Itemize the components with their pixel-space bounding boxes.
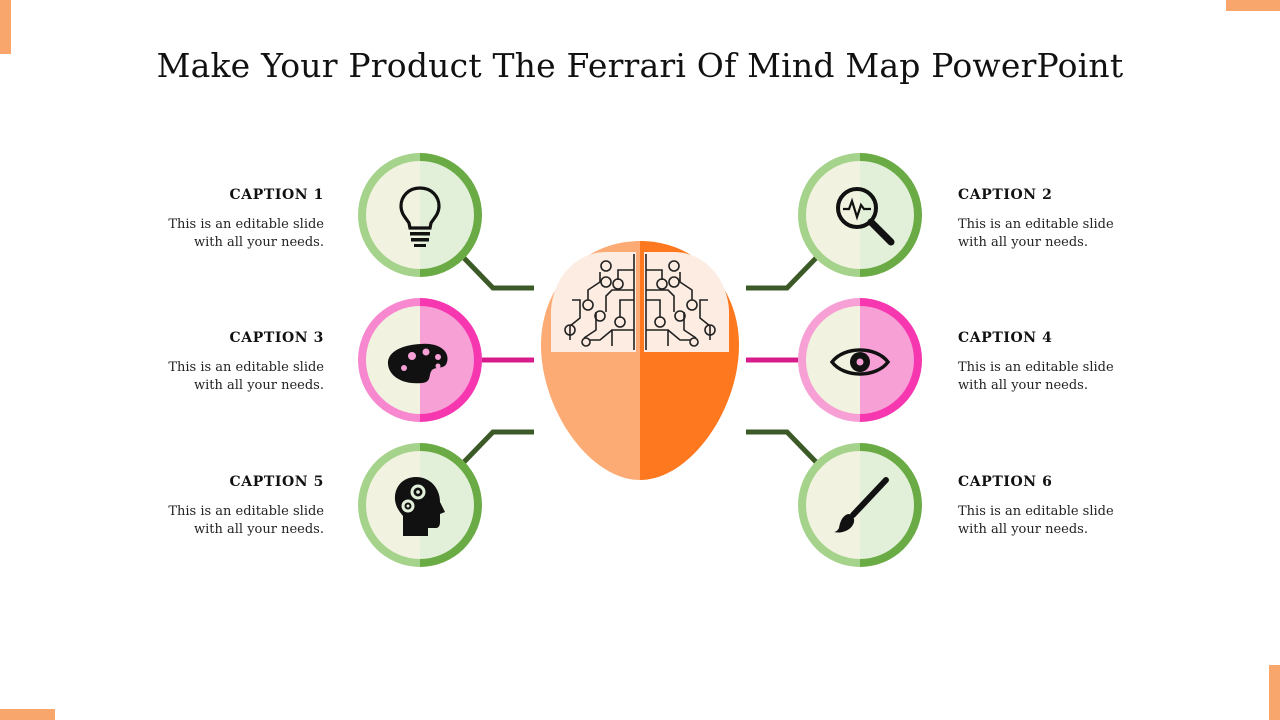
magnifier-pulse-icon — [836, 187, 895, 246]
accent-bar-bottom-left — [0, 709, 55, 720]
circle-node-3 — [358, 298, 482, 422]
slide-title: Make Your Product The Ferrari Of Mind Ma… — [156, 46, 1124, 85]
brain-left-lobe — [551, 252, 636, 352]
palette-icon — [387, 343, 448, 384]
caption-5-line-1: This is an editable slide — [168, 504, 324, 519]
caption-4-body: This is an editable slide with all your … — [958, 359, 1158, 395]
caption-1-title: CAPTION 1 — [229, 187, 324, 203]
caption-2-line-2: with all your needs. — [958, 235, 1088, 250]
caption-3-title: CAPTION 3 — [229, 330, 324, 346]
connectors — [462, 256, 818, 464]
circle-node-6 — [798, 443, 922, 567]
connector-5 — [462, 429, 534, 464]
accent-bar-top-right — [1226, 0, 1280, 11]
head-gears-icon — [394, 477, 445, 536]
caption-5: CAPTION 5 This is an editable slide with… — [124, 474, 324, 539]
caption-3-line-1: This is an editable slide — [168, 360, 324, 375]
circle-node-4 — [798, 298, 922, 422]
caption-2-body: This is an editable slide with all your … — [958, 216, 1158, 252]
circle-node-5 — [358, 443, 482, 567]
caption-1-line-1: This is an editable slide — [168, 217, 324, 232]
caption-2-line-1: This is an editable slide — [958, 217, 1114, 232]
caption-1-body: This is an editable slide with all your … — [124, 216, 324, 252]
caption-5-body: This is an editable slide with all your … — [124, 503, 324, 539]
caption-6-line-2: with all your needs. — [958, 522, 1088, 537]
caption-1: CAPTION 1 This is an editable slide with… — [124, 187, 324, 252]
caption-4: CAPTION 4 This is an editable slide with… — [958, 330, 1158, 395]
caption-2: CAPTION 2 This is an editable slide with… — [958, 187, 1158, 252]
paintbrush-icon — [834, 477, 889, 533]
caption-1-line-2: with all your needs. — [194, 235, 324, 250]
caption-5-title: CAPTION 5 — [229, 474, 324, 490]
caption-6-line-1: This is an editable slide — [958, 504, 1114, 519]
caption-4-line-1: This is an editable slide — [958, 360, 1114, 375]
circle-node-1 — [358, 153, 482, 277]
caption-6-title: CAPTION 6 — [958, 474, 1053, 490]
caption-3: CAPTION 3 This is an editable slide with… — [124, 330, 324, 395]
caption-5-line-2: with all your needs. — [194, 522, 324, 537]
brain-circuit-icon — [551, 252, 729, 352]
caption-6-body: This is an editable slide with all your … — [958, 503, 1158, 539]
accent-bar-top-left — [0, 0, 11, 54]
accent-bar-bottom-right — [1269, 665, 1280, 720]
connector-6 — [746, 429, 818, 464]
caption-2-title: CAPTION 2 — [958, 187, 1053, 203]
caption-3-line-2: with all your needs. — [194, 378, 324, 393]
caption-3-body: This is an editable slide with all your … — [124, 359, 324, 395]
brain-right-lobe — [644, 252, 729, 352]
eye-icon — [829, 348, 891, 376]
circle-node-2 — [798, 153, 922, 277]
caption-6: CAPTION 6 This is an editable slide with… — [958, 474, 1158, 539]
connector-1 — [462, 256, 534, 291]
caption-4-title: CAPTION 4 — [958, 330, 1053, 346]
caption-4-line-2: with all your needs. — [958, 378, 1088, 393]
connector-2 — [746, 256, 818, 291]
central-head — [541, 241, 739, 480]
lightbulb-icon — [399, 186, 441, 247]
